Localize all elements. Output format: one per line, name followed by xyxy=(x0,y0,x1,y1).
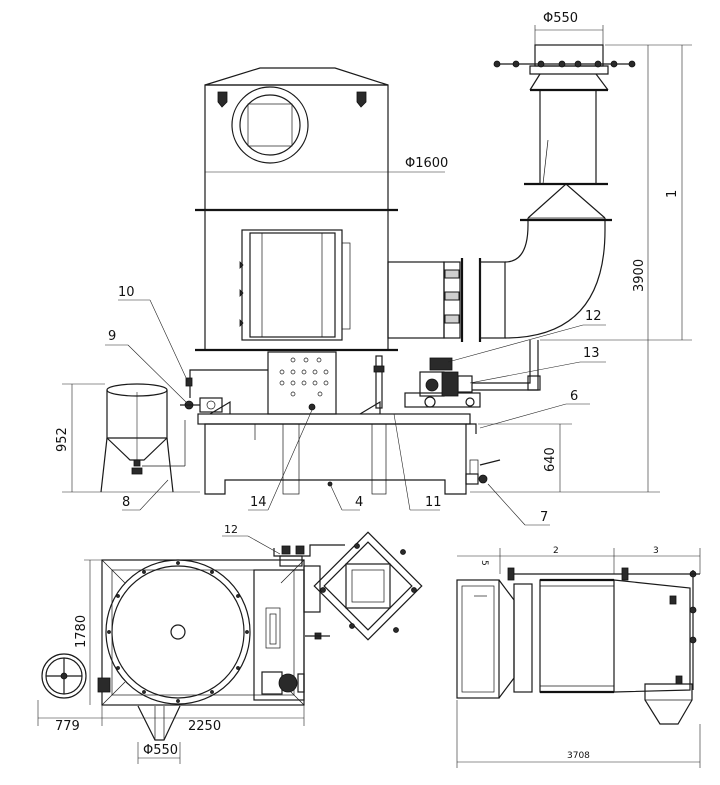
callout-8: 8 xyxy=(122,495,130,510)
dim-height-tank: 640 xyxy=(543,447,558,472)
panel-buttons xyxy=(279,357,329,411)
outlet-funnel-plan xyxy=(137,705,181,741)
tank-top-rim xyxy=(197,413,471,425)
pump-motor xyxy=(441,371,459,397)
dim-side-seg-2: 2 xyxy=(553,546,559,556)
dim-side-seg-3: 3 xyxy=(653,546,659,556)
plan-view xyxy=(41,531,423,741)
tower-lower-body xyxy=(204,209,389,351)
level-indicator xyxy=(375,355,383,409)
plan-callout-12: 12 xyxy=(224,523,238,536)
elbow-inner xyxy=(504,218,529,263)
outlet-plan-diamond xyxy=(313,531,423,641)
side-label-5: 5 xyxy=(479,560,489,566)
callout-7: 7 xyxy=(540,510,548,525)
elbow-outer xyxy=(504,218,606,339)
outlet-bolts xyxy=(493,60,636,68)
inspection-port-outer xyxy=(231,86,309,164)
drain-valve xyxy=(478,474,488,484)
dim-plan-length: 2250 xyxy=(188,719,221,734)
dim-tower-dia: Φ1600 xyxy=(405,156,448,171)
pump-plan xyxy=(278,673,298,693)
pump-left xyxy=(199,397,223,413)
front-view-callouts: 10 9 8 14 4 11 7 6 13 12 xyxy=(105,285,606,526)
plan-view-dimensions: 779 2250 1780 Φ550 12 xyxy=(37,523,305,764)
dim-1: 1 xyxy=(665,190,680,198)
callout-14: 14 xyxy=(250,495,267,510)
callout-6: 6 xyxy=(570,389,578,404)
lifting-lug-right xyxy=(356,91,367,108)
tower-plan-outer xyxy=(105,559,251,705)
filter-door-inner xyxy=(249,232,336,338)
inspection-port-inner xyxy=(239,94,301,156)
dim-duct-dia: Φ550 xyxy=(543,11,578,26)
side-inlet-box xyxy=(456,579,500,699)
side-view-dimensions: 2 3 5 3708 xyxy=(456,546,701,768)
tower-roof xyxy=(204,67,389,86)
plan-pipe xyxy=(273,544,345,557)
callout-9: 9 xyxy=(108,329,116,344)
dim-plan-outlet: Φ550 xyxy=(143,743,178,758)
dim-plan-offset: 779 xyxy=(55,719,80,734)
tower-plan-inner xyxy=(111,565,245,699)
dim-height-total: 3900 xyxy=(632,259,647,292)
callout-12: 12 xyxy=(585,309,602,324)
callout-10: 10 xyxy=(118,285,135,300)
duct-connector xyxy=(387,261,445,339)
circulation-pipe-left xyxy=(189,369,268,398)
callout-4: 4 xyxy=(355,495,363,510)
dim-side-length: 3708 xyxy=(567,751,590,761)
side-view xyxy=(456,567,700,725)
front-view xyxy=(100,44,636,495)
side-filter-section xyxy=(539,579,615,693)
dim-height-dosing: 952 xyxy=(55,427,70,452)
callout-13: 13 xyxy=(583,346,600,361)
side-tapered-section xyxy=(613,579,691,693)
front-view-dimensions: Φ550 Φ1600 3900 1 640 952 xyxy=(55,11,692,493)
outlet-taper xyxy=(539,89,597,184)
motor-top xyxy=(429,357,453,371)
equipment-strip xyxy=(253,569,305,701)
filter-door xyxy=(241,229,343,341)
water-tank xyxy=(204,423,467,495)
tower-plan-center xyxy=(170,624,186,640)
dim-plan-width: 1780 xyxy=(74,615,89,648)
handwheel xyxy=(41,653,87,699)
plan-flange-bolts xyxy=(107,561,249,703)
inspection-port-window xyxy=(247,103,293,147)
callout-11: 11 xyxy=(425,495,442,510)
outlet-stub xyxy=(534,44,604,67)
plan-outline xyxy=(101,559,305,706)
lifting-lug-left xyxy=(217,91,228,108)
